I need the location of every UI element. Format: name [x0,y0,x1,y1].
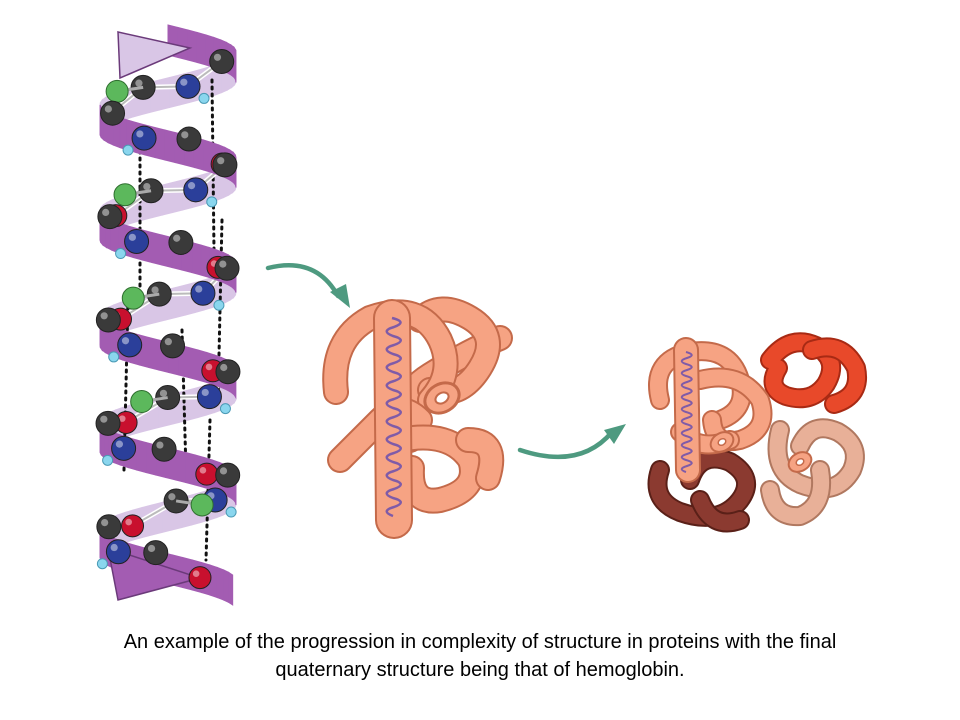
caption-line-2: quaternary structure being that of hemog… [275,659,685,681]
hydrogen-atom [122,144,134,156]
fold-segment [389,426,483,512]
helix-segment [675,339,699,481]
atom [215,359,241,385]
hydrogen-atom [115,248,127,260]
atom [212,152,238,178]
atom [97,204,123,230]
atom [121,514,145,538]
atom [100,100,126,126]
arrow-head [604,424,626,444]
hydrogen-atom [108,351,120,363]
atom [176,126,202,152]
subunit [650,343,750,428]
atom [105,539,131,565]
figure-caption: An example of the progression in complex… [20,628,940,684]
atom [196,384,222,410]
atom [190,280,216,306]
atom [111,435,137,461]
atom [95,307,121,333]
curved-arrow-icon [517,429,615,460]
subunit [692,492,748,531]
helix-segment [375,301,411,537]
hydrogen-atom [219,403,231,415]
atom [183,177,209,203]
r-group-atom [190,493,214,517]
hydrogen-atom [96,558,108,570]
atom [215,462,241,488]
hydrogen-atom [102,454,114,466]
atom [188,566,212,590]
atom [175,73,201,99]
atom [195,462,219,486]
subunit [762,334,840,407]
r-group-atom [105,79,129,103]
atom [151,436,177,462]
hydrogen-atom [213,299,225,311]
subunit [769,420,863,497]
subunit [649,450,755,525]
atom [124,229,150,255]
hydrogen-atom [206,196,218,208]
protein-structure-figure [95,24,867,606]
atom [95,410,121,436]
atom [168,229,194,255]
fold-segment [457,429,503,489]
r-group-atom [113,183,137,207]
hemoglobin-icon [647,332,867,533]
atom [96,514,122,540]
r-group-atom [130,390,154,414]
helix-stripe [385,316,402,518]
atom [214,255,240,281]
atom [160,333,186,359]
helix-stripe [680,351,693,473]
r-group-atom [121,286,145,310]
subunit [762,462,829,525]
subunit [804,339,865,412]
atom [209,49,235,74]
atom [117,332,143,358]
curved-arrow-icon [265,263,341,299]
hydrogen-atom [198,92,210,104]
atom [131,125,157,151]
alpha-helix-icon [95,24,241,606]
atom [143,540,169,566]
folded-protein-icon [322,296,513,539]
hydrogen-atom [225,506,237,518]
caption-line-1: An example of the progression in complex… [123,631,837,653]
arrow-head [330,284,350,308]
ribbon-start [117,31,193,80]
